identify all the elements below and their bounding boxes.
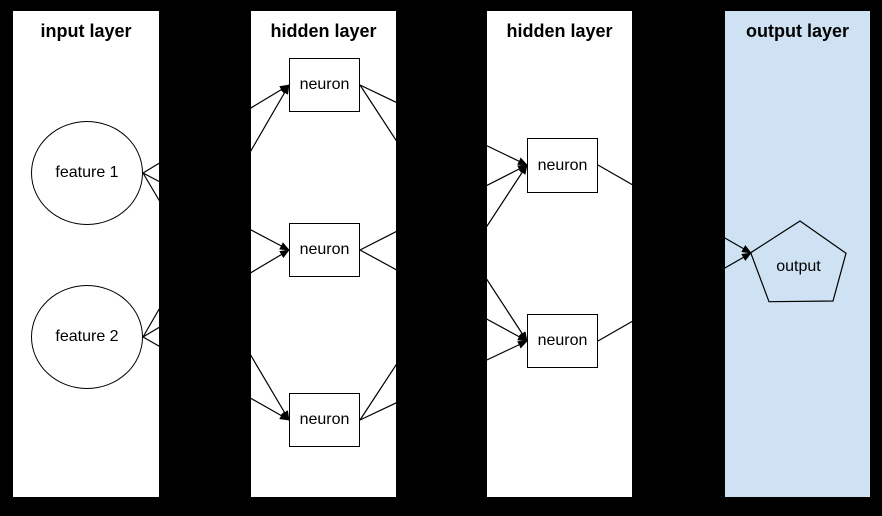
- edge-h2n2-output: [597, 252, 752, 342]
- edge-feature1-h1n3: [142, 172, 290, 421]
- node-label-feature-1: feature 1: [55, 164, 119, 181]
- edge-h2n1-output: [597, 164, 752, 254]
- edge-h1n2-h2n1: [359, 164, 528, 251]
- node-output: output: [750, 220, 847, 303]
- node-label-neuron-h2-2: neuron: [537, 332, 588, 349]
- edge-feature2-h1n1: [142, 84, 290, 338]
- edge-h1n1-h2n1: [359, 84, 528, 166]
- node-label-neuron-h1-3: neuron: [299, 411, 350, 428]
- node-neuron-h1-3: neuron: [289, 393, 360, 447]
- panel-hidden-layer-2: hidden layer: [487, 11, 632, 497]
- panel-title-hidden-layer-1: hidden layer: [270, 21, 377, 41]
- edge-feature2-h1n2: [142, 249, 290, 338]
- node-label-output: output: [776, 258, 821, 275]
- node-label-neuron-h1-1: neuron: [299, 76, 350, 93]
- edge-h1n3-h2n2: [359, 340, 528, 421]
- node-neuron-h2-2: neuron: [527, 314, 598, 368]
- node-neuron-h1-1: neuron: [289, 58, 360, 112]
- panel-input-layer: input layer: [13, 11, 159, 497]
- node-label-neuron-h2-1: neuron: [537, 156, 588, 174]
- node-feature-1: feature 1: [31, 121, 143, 225]
- pentagon-shape: [750, 220, 847, 303]
- edge-feature1-h1n1: [142, 84, 290, 174]
- edge-h1n3-h2n1: [359, 164, 528, 421]
- panel-title-hidden-layer-2: hidden layer: [506, 21, 613, 41]
- node-label-feature-2: feature 2: [55, 328, 119, 345]
- edge-feature2-h1n3: [142, 336, 290, 421]
- node-neuron-h1-2: neuron: [289, 223, 360, 277]
- panel-title-output-layer: output layer: [745, 21, 849, 41]
- edge-h1n1-h2n2: [359, 84, 528, 342]
- panel-title-input-layer: input layer: [40, 21, 132, 41]
- edge-h1n2-h2n2: [359, 249, 528, 342]
- node-label-neuron-h1-2: neuron: [299, 241, 350, 258]
- node-feature-2: feature 2: [31, 285, 143, 389]
- node-neuron-h2-1: neuron: [527, 138, 598, 193]
